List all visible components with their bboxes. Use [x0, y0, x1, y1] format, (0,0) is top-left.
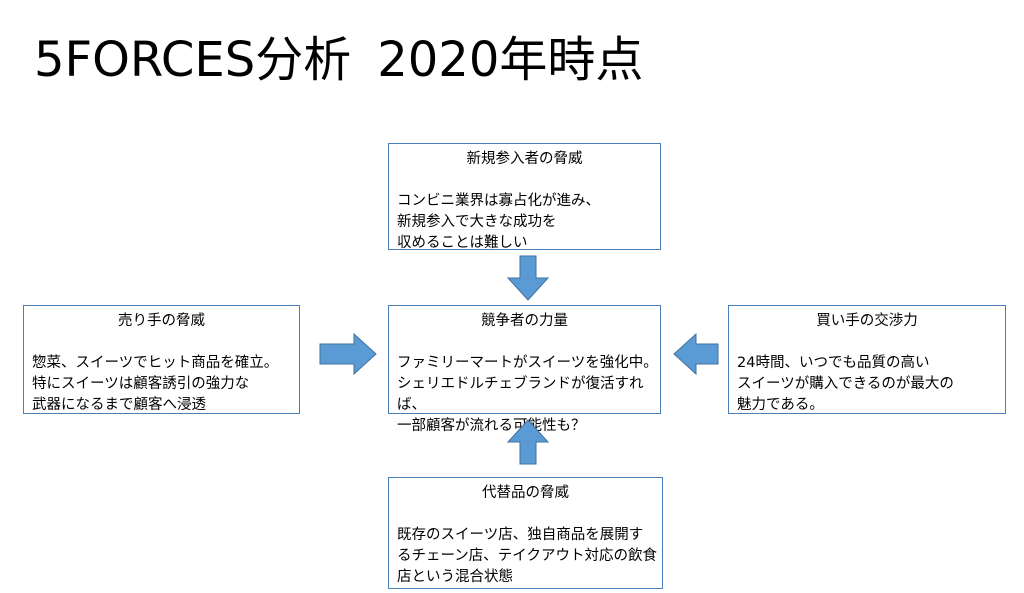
- substitutes-body: 既存のスイーツ店、独自商品を展開す るチェーン店、テイクアウト対応の飲食 店とい…: [397, 527, 657, 585]
- suppliers-body: 惣菜、スイーツでヒット商品を確立。 特にスイーツは顧客誘引の強力な 武器になるま…: [32, 355, 279, 413]
- suppliers-heading: 売り手の脅威: [118, 313, 205, 329]
- rivalry-heading: 競争者の力量: [481, 313, 568, 329]
- title-sub: 2020年時点: [377, 32, 644, 88]
- buyers-heading: 買い手の交渉力: [816, 313, 918, 329]
- buyers-box: 買い手の交渉力 24時間、いつでも品質の高い スイーツが購入できるのが最大の 魅…: [728, 305, 1006, 414]
- new-entrants-body: コンビニ業界は寡占化が進み、 新規参入で大きな成功を 収めることは難しい: [397, 193, 600, 251]
- arrow-right-icon: [319, 332, 377, 376]
- new-entrants-heading: 新規参入者の脅威: [466, 151, 583, 167]
- arrow-up-icon: [506, 419, 550, 465]
- new-entrants-box: 新規参入者の脅威 コンビニ業界は寡占化が進み、 新規参入で大きな成功を 収めるこ…: [388, 143, 661, 251]
- page-title: 5FORCES分析 2020年時点: [34, 20, 643, 90]
- substitutes-heading: 代替品の脅威: [482, 485, 569, 501]
- rivalry-body: ファミリーマートがスイーツを強化中。 シェリエドルチェブランドが復活すれば、 一…: [397, 355, 658, 434]
- title-main: 5FORCES分析: [34, 32, 352, 88]
- rivalry-box: 競争者の力量 ファミリーマートがスイーツを強化中。 シェリエドルチェブランドが復…: [388, 305, 661, 434]
- suppliers-box: 売り手の脅威 惣菜、スイーツでヒット商品を確立。 特にスイーツは顧客誘引の強力な…: [23, 305, 300, 414]
- arrow-left-icon: [673, 332, 719, 376]
- substitutes-box: 代替品の脅威 既存のスイーツ店、独自商品を展開す るチェーン店、テイクアウト対応…: [388, 477, 663, 589]
- arrow-down-icon: [506, 255, 550, 301]
- buyers-body: 24時間、いつでも品質の高い スイーツが購入できるのが最大の 魅力である。: [737, 355, 954, 413]
